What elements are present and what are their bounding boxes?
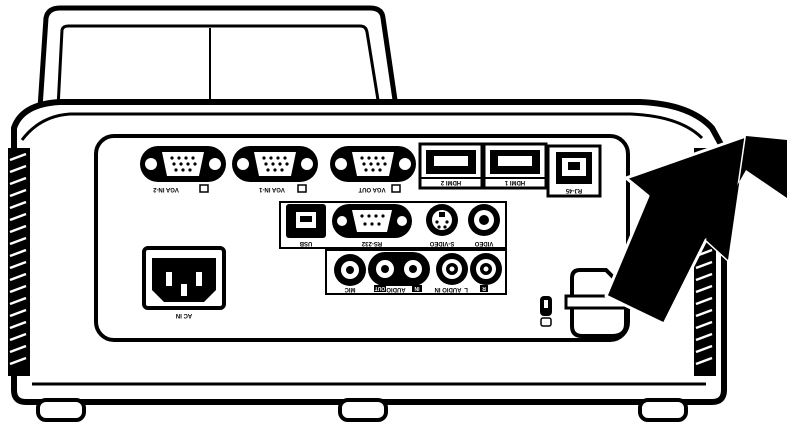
left-vent <box>8 148 30 376</box>
video-port <box>468 204 500 236</box>
audio-group-frame <box>325 249 507 295</box>
audio-in-label: AUDIO IN <box>435 286 462 292</box>
audio-in-l-label: L <box>464 286 468 292</box>
mic-label: MIC <box>344 286 356 292</box>
hdmi-1-label: HDMI 1 <box>504 179 525 185</box>
hdmi-1-port <box>482 142 548 190</box>
rj45-port <box>546 144 602 198</box>
ac-in-socket <box>142 246 226 310</box>
vga-in-2-label: VGA IN-2 <box>152 186 178 192</box>
monitor-icon <box>297 184 307 193</box>
audio-in-l-tag: IN <box>414 285 419 291</box>
usb-port <box>286 204 326 238</box>
vga-in-1-label: VGA IN-1 <box>258 186 284 192</box>
io-group-frame <box>279 201 507 249</box>
hdmi-2-label: HDMI 2 <box>440 179 461 185</box>
rs232-port <box>332 204 412 238</box>
video-label: VIDEO <box>474 240 493 246</box>
svideo-label: S-VIDEO <box>429 240 454 246</box>
kensington-lock-icon <box>540 296 552 327</box>
mic-jack <box>334 254 366 286</box>
audio-in-l-tag-box <box>412 285 422 292</box>
right-up-diagonal-arrow-icon <box>604 134 787 326</box>
vga-out-port <box>330 146 416 182</box>
audio-in-r-label: R <box>482 285 486 291</box>
audio-out-label: AUDIO <box>386 286 406 292</box>
feet <box>36 398 688 422</box>
svideo-port <box>426 204 458 236</box>
monitor-icon <box>391 184 401 193</box>
vga-out-label: VGA OUT <box>358 186 385 192</box>
audio-in-r-jack <box>470 253 502 285</box>
audio-out-jack <box>368 252 430 286</box>
vga-in-1-port <box>232 146 318 182</box>
top-handle <box>37 5 398 109</box>
audio-out-tag-box <box>374 285 386 292</box>
rs232-label: RS-232 <box>361 240 382 246</box>
rj45-label: RJ-45 <box>565 187 582 193</box>
monitor-icon <box>199 184 209 193</box>
audio-out-tag: OUT <box>375 285 386 291</box>
ac-in-label: AC IN <box>176 312 192 318</box>
audio-in-r-tag-box <box>480 285 488 292</box>
hdmi-2-port <box>418 142 484 190</box>
audio-in-l-jack <box>436 253 468 285</box>
usb-label: USB <box>299 240 312 246</box>
vga-in-2-port <box>140 146 226 182</box>
